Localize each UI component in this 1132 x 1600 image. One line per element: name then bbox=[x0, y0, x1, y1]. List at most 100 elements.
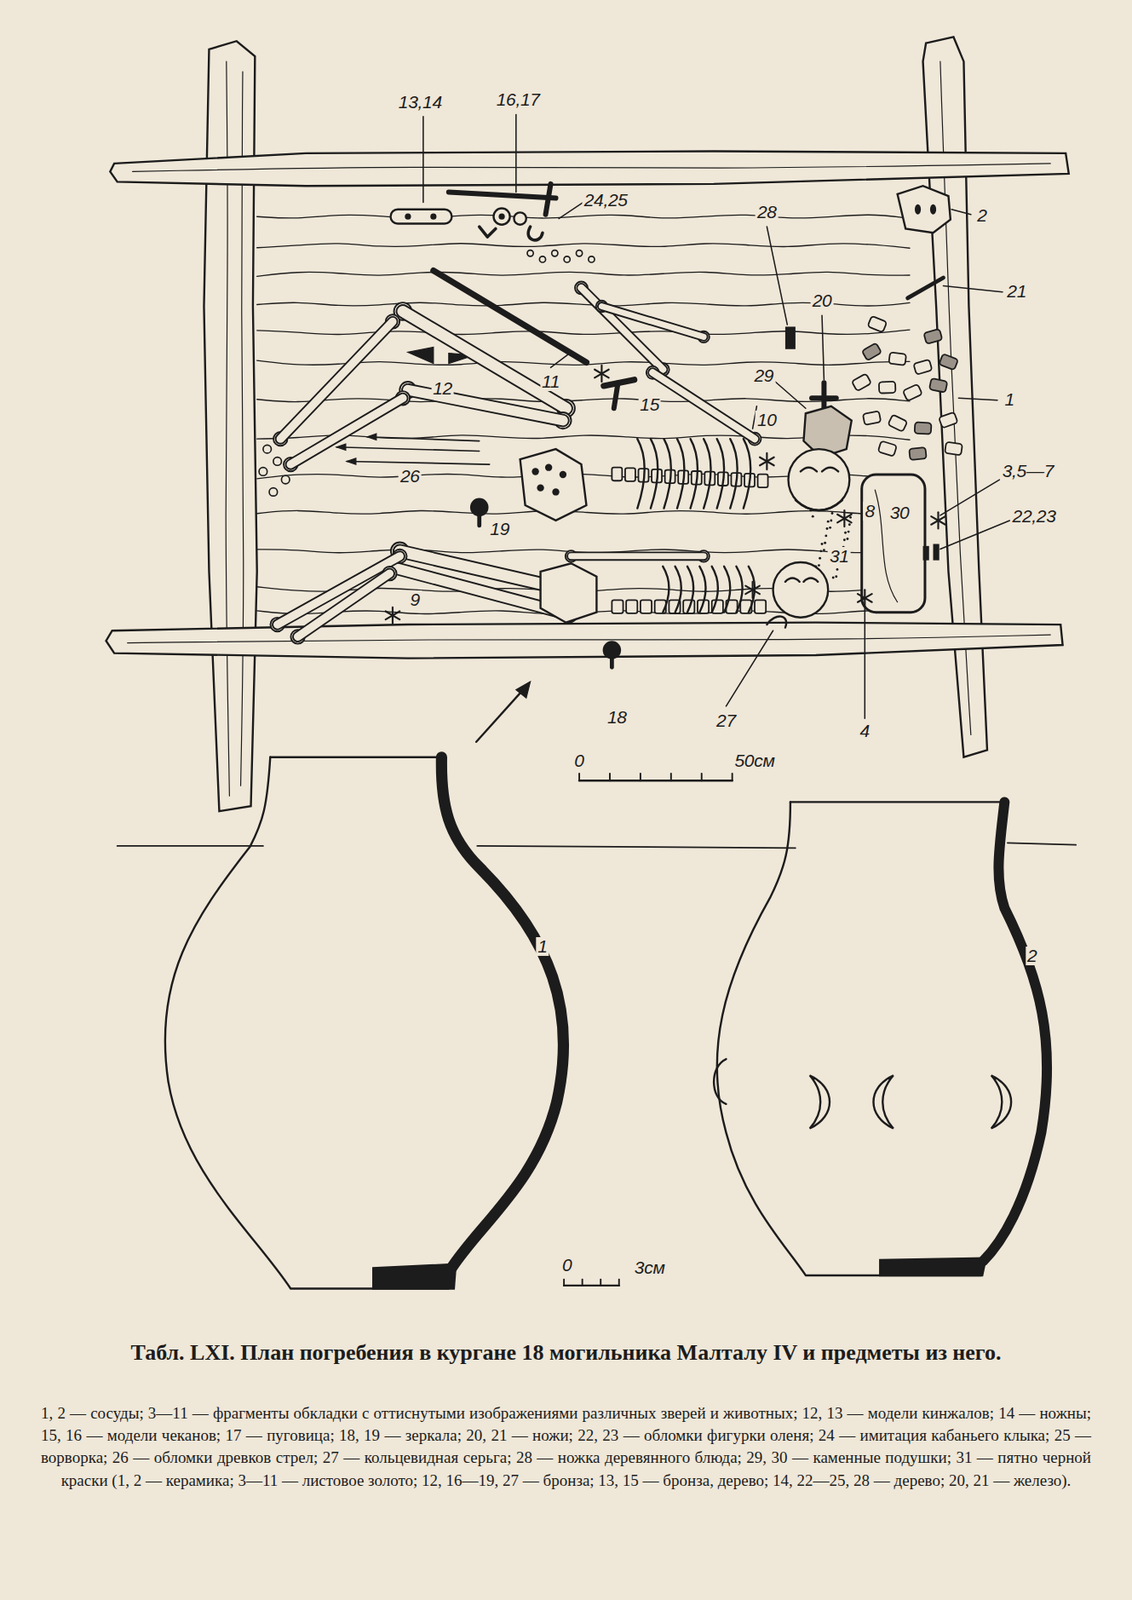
leader-lines bbox=[423, 114, 1010, 742]
stone bbox=[938, 412, 959, 429]
leader-line bbox=[773, 379, 806, 409]
vessel-rim bbox=[270, 756, 442, 759]
scale-bars bbox=[563, 773, 733, 1286]
bone-outline bbox=[570, 551, 704, 561]
bone bbox=[270, 549, 407, 633]
bone-fill bbox=[280, 321, 393, 439]
leader-line bbox=[951, 209, 972, 215]
asterisk bbox=[759, 453, 775, 470]
bone-outline bbox=[290, 397, 403, 465]
scale-line bbox=[563, 1284, 620, 1287]
bead bbox=[513, 212, 526, 225]
leader-line bbox=[766, 226, 788, 325]
scale-tick bbox=[563, 1279, 565, 1286]
skull bbox=[788, 448, 851, 511]
stone bbox=[887, 414, 908, 432]
pick-model bbox=[545, 183, 552, 215]
arrow-shaft bbox=[367, 436, 480, 442]
foot-bone bbox=[258, 467, 268, 477]
rib bbox=[724, 566, 730, 613]
asterisk-stroke bbox=[930, 516, 946, 525]
bone-fill bbox=[652, 372, 755, 439]
asterisk-stroke bbox=[594, 369, 610, 379]
earring bbox=[766, 616, 787, 628]
arrow-shaft bbox=[336, 447, 480, 452]
wood-grain bbox=[127, 634, 1052, 644]
vertebra bbox=[640, 599, 652, 614]
vessel-rim bbox=[790, 800, 1005, 803]
callout-number: 15 bbox=[637, 395, 661, 414]
mirror-handle bbox=[476, 515, 482, 526]
pelvis bbox=[520, 448, 587, 521]
rib bbox=[675, 566, 682, 613]
crescent-ornament bbox=[991, 1074, 1012, 1128]
mirror-handle bbox=[609, 658, 615, 668]
finger-bone bbox=[551, 250, 558, 257]
asterisk-stroke bbox=[930, 516, 946, 525]
paint-stain bbox=[836, 568, 839, 571]
leader-line bbox=[821, 315, 824, 380]
bottom-log bbox=[106, 622, 1064, 659]
stone bbox=[913, 359, 932, 375]
paint-stain bbox=[834, 574, 838, 578]
stone bbox=[861, 342, 882, 361]
finger-bone bbox=[527, 250, 534, 257]
callout-number: 31 bbox=[827, 545, 851, 565]
dagger-model bbox=[407, 346, 434, 363]
asterisk-stroke bbox=[385, 611, 401, 621]
vessels bbox=[117, 757, 1076, 1290]
pelvis-dot bbox=[551, 488, 559, 495]
rim-level-line bbox=[476, 845, 796, 848]
floor-planks bbox=[257, 214, 910, 614]
burial-plan bbox=[106, 36, 1069, 811]
asterisk-stroke bbox=[857, 593, 873, 603]
scale-tick bbox=[581, 1279, 584, 1286]
rib bbox=[690, 438, 698, 508]
callout-number: 4 bbox=[858, 721, 872, 741]
skull-detail bbox=[785, 578, 818, 582]
asterisk-stroke bbox=[857, 593, 873, 603]
bone-fill bbox=[580, 287, 663, 370]
asterisk-stroke bbox=[745, 586, 760, 595]
foot-bone bbox=[273, 457, 282, 466]
leader-line bbox=[515, 114, 518, 192]
bone-fill bbox=[601, 306, 704, 338]
arrow-tip bbox=[346, 458, 357, 465]
callout-number: 10 bbox=[755, 410, 779, 430]
rib bbox=[650, 438, 658, 508]
plank-line bbox=[257, 329, 910, 334]
callout-number: 27 bbox=[714, 711, 738, 730]
vessel-section bbox=[982, 801, 1047, 1261]
rib bbox=[687, 566, 694, 613]
rib bbox=[729, 438, 737, 508]
rib bbox=[717, 438, 725, 508]
callout-number: 19 bbox=[488, 519, 512, 539]
skeleton bbox=[258, 281, 850, 521]
stone bbox=[878, 440, 897, 456]
plank-line bbox=[257, 510, 910, 514]
callout-number: 28 bbox=[755, 202, 779, 222]
vessel-base-section bbox=[372, 1263, 457, 1290]
leader-line bbox=[551, 351, 572, 368]
arrow-shaft bbox=[346, 460, 490, 465]
asterisk bbox=[594, 365, 610, 382]
button-center bbox=[498, 213, 505, 220]
paint-stain bbox=[819, 549, 822, 552]
arrow-tip bbox=[336, 443, 346, 450]
plate-title: Табл. LXI. План погребения в кургане 18 … bbox=[34, 1338, 1098, 1368]
plate-leg bbox=[785, 326, 796, 349]
scale-tick bbox=[639, 773, 642, 781]
callout-number: 3,5—7 bbox=[1000, 461, 1056, 481]
bone bbox=[273, 314, 400, 446]
callout-number: 13,14 bbox=[396, 92, 444, 112]
leader-line bbox=[558, 201, 584, 219]
paint-stain bbox=[818, 557, 822, 560]
vessel-section bbox=[441, 757, 564, 1270]
boar-tusk bbox=[528, 226, 543, 241]
crescent-ornament bbox=[873, 1074, 893, 1128]
rib bbox=[703, 438, 711, 508]
leader-line bbox=[958, 397, 997, 400]
rim-level-line bbox=[117, 844, 264, 847]
paint-stain bbox=[846, 537, 850, 541]
asterisk-stroke bbox=[745, 586, 760, 595]
